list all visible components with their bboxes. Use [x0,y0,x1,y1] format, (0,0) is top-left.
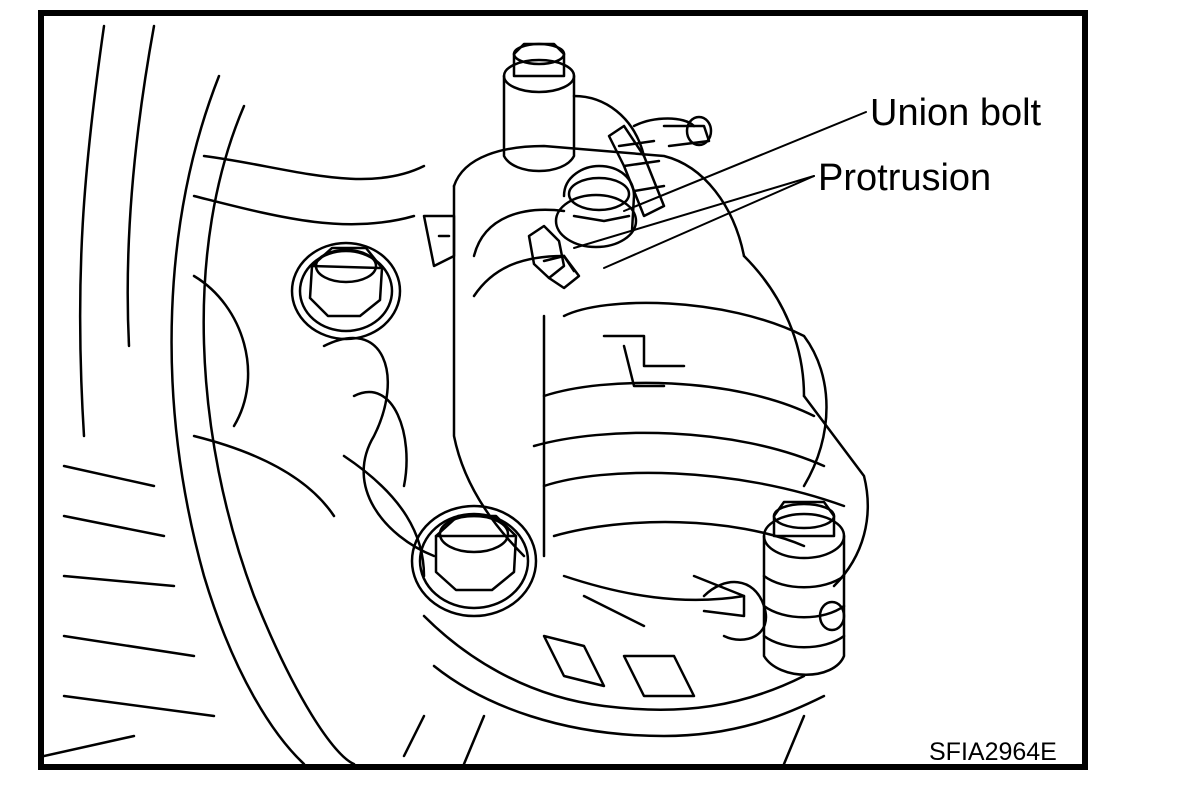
lower-guide-bolt [692,500,846,676]
diagram-frame: Union bolt Protrusion SFIA2964E [38,10,1088,770]
hub-background-lines [44,24,806,764]
figure-code: SFIA2964E [929,738,1057,766]
protrusion-leader-upper [573,175,815,249]
caliper-body [422,144,869,738]
protrusion-leader-lower [603,175,815,269]
union-bolt-label: Union bolt [870,92,1042,134]
lower-mounting-bolt [410,504,538,618]
protrusion-label: Protrusion [818,157,992,199]
leader-lines [573,111,867,269]
brake-caliper-illustration [44,24,869,764]
union-bolt-leader [623,111,867,212]
union-bolt [554,164,638,249]
brake-hose-fitting [607,115,713,218]
protrusion-tab [527,224,581,290]
upper-mounting-bolt [290,241,402,341]
